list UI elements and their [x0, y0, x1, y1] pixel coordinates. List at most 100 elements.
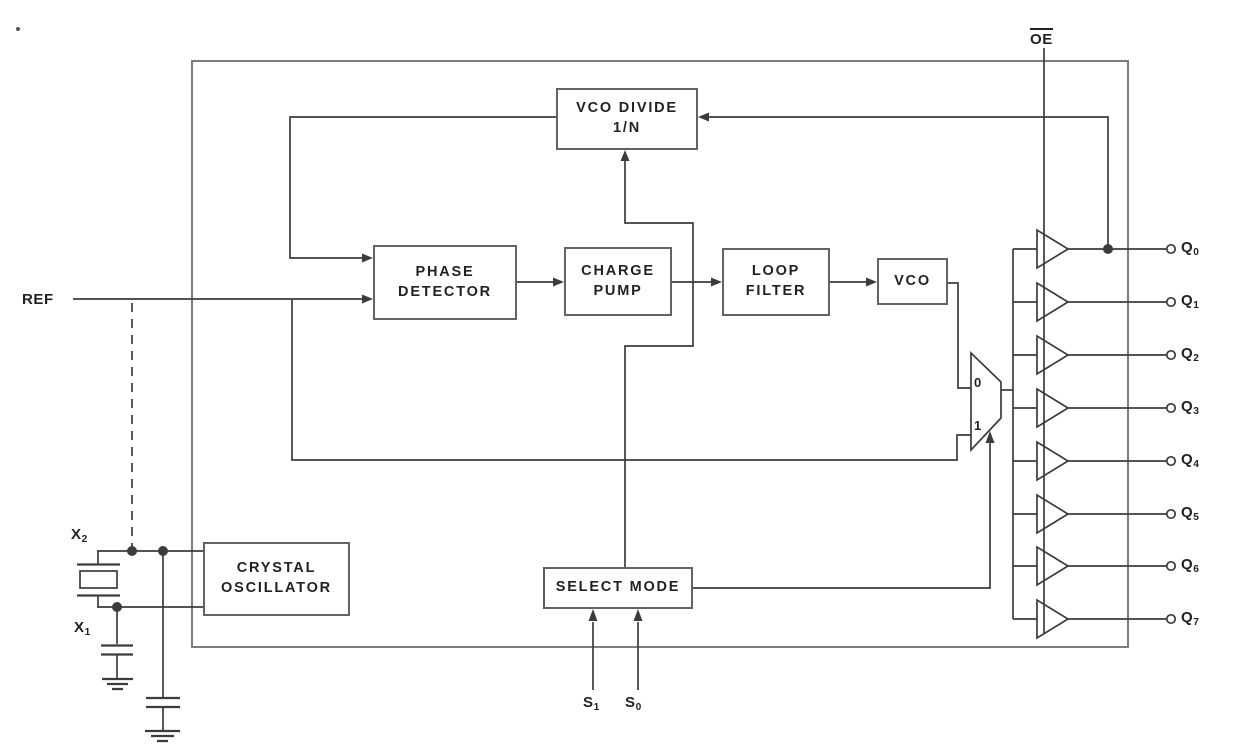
terminal-circle-q7: [1165, 613, 1177, 625]
s1-base: S: [583, 694, 594, 711]
pin-label-oe: OE: [1030, 28, 1053, 47]
q6-sub: 6: [1193, 563, 1199, 575]
terminal-circle-q3: [1165, 402, 1177, 414]
x2-sub: 2: [81, 533, 88, 545]
terminal-circle-q5: [1165, 508, 1177, 520]
block-crystal-oscillator-line2: OSCILLATOR: [221, 580, 332, 596]
q4-sub: 4: [1193, 458, 1199, 470]
arrowhead-vco-input: [866, 277, 877, 287]
pin-label-s0: S0: [625, 695, 641, 713]
buffer-triangle-q1: [1036, 281, 1070, 323]
terminal-circle-q2: [1165, 349, 1177, 361]
block-phase-detector: PHASE DETECTOR: [373, 245, 517, 320]
mux-input-1-label: 1: [974, 419, 982, 432]
output-buffers: [1013, 228, 1177, 640]
arrowhead-s0: [633, 609, 643, 621]
block-crystal-oscillator: CRYSTAL OSCILLATOR: [203, 542, 350, 616]
q3-sub: 3: [1193, 405, 1199, 417]
block-vco-divide-line1: VCO DIVIDE: [576, 100, 678, 117]
x1-base: X: [74, 619, 85, 636]
pin-label-q4: Q4: [1181, 452, 1199, 470]
output-buffer-q3: [1013, 387, 1177, 429]
pin-label-q3: Q3: [1181, 399, 1199, 417]
pin-label-q7: Q7: [1181, 610, 1199, 628]
pin-label-ref: REF: [22, 292, 54, 307]
pin-label-q2: Q2: [1181, 346, 1199, 364]
arrowhead-s1: [588, 609, 598, 621]
arrowhead-pd-ref-input: [362, 294, 373, 304]
junction-dot-x2-ref: [127, 546, 137, 556]
x1-sub: 1: [84, 626, 91, 638]
q7-base: Q: [1181, 609, 1194, 626]
crystal-body: [79, 570, 118, 589]
block-phase-detector-line1: PHASE: [415, 263, 475, 280]
q5-sub: 5: [1193, 511, 1199, 523]
arrowhead-pd-fb-input: [362, 253, 373, 263]
terminal-circle-q4: [1165, 455, 1177, 467]
wire-q0-to-divider: [709, 116, 1109, 249]
q7-sub: 7: [1193, 616, 1199, 628]
buffer-triangle-q2: [1036, 334, 1070, 376]
arrowhead-cp-input: [553, 277, 564, 287]
block-vco-line1: VCO: [894, 272, 931, 289]
pin-label-q5: Q5: [1181, 505, 1199, 523]
arrowhead-divider-input: [698, 112, 709, 122]
s0-base: S: [625, 694, 636, 711]
q3-base: Q: [1181, 398, 1194, 415]
wire-ref-bypass-to-mux1: [291, 299, 971, 461]
buffer-triangle-q6: [1036, 545, 1070, 587]
q1-sub: 1: [1193, 299, 1199, 311]
oe-text: OE: [1030, 28, 1053, 47]
output-buffer-q5: [1013, 493, 1177, 535]
wire-selectmode-to-divider: [624, 161, 694, 567]
pin-label-q6: Q6: [1181, 557, 1199, 575]
block-loop-filter-line2: FILTER: [745, 283, 807, 299]
stray-mark: [16, 27, 20, 31]
wire-vco-to-mux0: [948, 282, 971, 389]
block-vco: VCO: [877, 258, 948, 305]
q0-base: Q: [1181, 239, 1194, 256]
output-buffer-q0: [1013, 228, 1177, 270]
q6-base: Q: [1181, 556, 1194, 573]
pin-label-q1: Q1: [1181, 293, 1199, 311]
block-phase-detector-line2: DETECTOR: [398, 283, 492, 300]
pin-label-s1: S1: [583, 695, 599, 713]
block-charge-pump-line1: CHARGE: [581, 262, 655, 279]
arrowhead-divider-control: [620, 150, 630, 161]
block-loop-filter-line1: LOOP: [751, 263, 801, 280]
buffer-triangle-q5: [1036, 493, 1070, 535]
arrowhead-lf-input: [711, 277, 722, 287]
block-charge-pump-line2: PUMP: [593, 282, 643, 299]
mux-input-0-label: 0: [974, 376, 982, 389]
terminal-circle-q1: [1165, 296, 1177, 308]
s0-sub: 0: [635, 701, 642, 713]
ref-text: REF: [22, 291, 54, 308]
output-buffer-q4: [1013, 440, 1177, 482]
block-vco-divide-line2: 1/N: [613, 120, 641, 136]
pin-label-x1: X1: [74, 620, 90, 638]
pin-label-q0: Q0: [1181, 240, 1199, 258]
output-buffer-q1: [1013, 281, 1177, 323]
arrowhead-mux-select: [985, 431, 995, 443]
terminal-circle-q6: [1165, 560, 1177, 572]
s1-sub: 1: [593, 701, 600, 713]
block-charge-pump: CHARGE PUMP: [564, 247, 672, 316]
q2-sub: 2: [1193, 352, 1199, 364]
wire-divider-to-pd: [289, 116, 556, 259]
chip-boundary: [191, 60, 1129, 648]
output-buffer-q7: [1013, 598, 1177, 640]
q2-base: Q: [1181, 345, 1194, 362]
q1-base: Q: [1181, 292, 1194, 309]
block-select-mode-line1: SELECT MODE: [555, 579, 681, 596]
block-crystal-oscillator-line1: CRYSTAL: [236, 560, 317, 577]
output-buffer-q2: [1013, 334, 1177, 376]
q5-base: Q: [1181, 504, 1194, 521]
x2-base: X: [71, 526, 82, 543]
q4-base: Q: [1181, 451, 1194, 468]
buffer-triangle-q7: [1036, 598, 1070, 640]
buffer-triangle-q3: [1036, 387, 1070, 429]
mux-symbol: [970, 350, 1002, 453]
block-loop-filter: LOOP FILTER: [722, 248, 830, 316]
